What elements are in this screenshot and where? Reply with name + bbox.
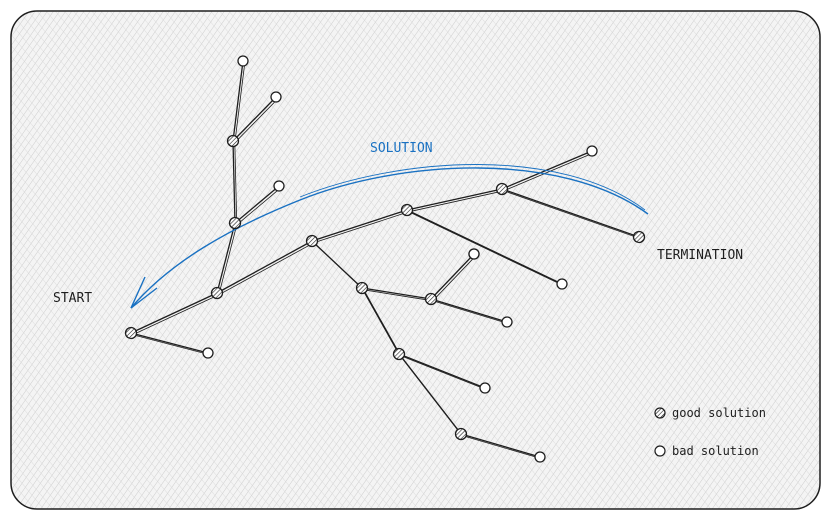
- tree-edge-sketch: [432, 300, 509, 325]
- tree-edge: [130, 292, 218, 334]
- good-solution-node: [454, 427, 468, 441]
- bad-solution-node: [556, 278, 568, 290]
- tree-edge: [406, 188, 503, 211]
- solution-arrow-curve: [130, 167, 649, 309]
- legend-good-node: [654, 407, 666, 419]
- tree-edge: [232, 140, 236, 224]
- good-solution-node: [392, 347, 406, 361]
- good-solution-node: [632, 230, 646, 244]
- bad-solution-node: [501, 316, 513, 328]
- tree-edge-sketch: [313, 211, 409, 244]
- tree-edge: [361, 287, 400, 355]
- solution-arrow: [130, 164, 649, 309]
- good-solution-node: [210, 286, 224, 300]
- tree-edge-sketch: [132, 334, 210, 356]
- tree-edge-sketch: [503, 190, 641, 240]
- tree-edge-sketch: [408, 211, 564, 287]
- solution-arrow-curve-echo: [299, 164, 646, 211]
- legend: good solution bad solution: [654, 406, 766, 458]
- tree-edge-sketch: [132, 294, 219, 336]
- label-solution: SOLUTION: [370, 141, 433, 156]
- tree-edge-sketch: [363, 289, 402, 356]
- bad-solution-node: [270, 91, 282, 103]
- good-solution-node: [495, 182, 509, 196]
- tree-edge: [216, 222, 236, 294]
- tree-edge: [311, 209, 408, 242]
- tree-edge: [234, 185, 280, 224]
- bad-solution-node: [586, 145, 598, 157]
- good-solution-node: [400, 203, 414, 217]
- tree-edge-sketch: [400, 355, 487, 391]
- tree-edge: [430, 298, 508, 323]
- good-solution-node: [424, 292, 438, 306]
- tree-edge: [501, 150, 593, 190]
- label-termination: TERMINATION: [657, 248, 743, 263]
- tree-edge-sketch: [363, 289, 433, 302]
- tree-edge: [398, 353, 486, 389]
- good-solution-node: [124, 326, 138, 340]
- tree-edge-sketch: [236, 187, 282, 226]
- tree-edge-sketch: [234, 62, 246, 143]
- tree-edge: [430, 253, 475, 300]
- legend-bad-node: [654, 445, 666, 457]
- good-solution-node: [355, 281, 369, 295]
- tree-edges: [130, 60, 641, 460]
- tree-edge: [130, 332, 209, 354]
- bad-solution-node: [202, 347, 214, 359]
- tree-edge-sketch: [234, 142, 238, 225]
- tree-edge: [406, 209, 563, 285]
- bad-solution-node: [534, 451, 546, 463]
- good-solution-node: [228, 216, 242, 230]
- tree-edge: [460, 433, 541, 458]
- tree-edge-sketch: [400, 355, 464, 437]
- tree-edge-sketch: [432, 255, 477, 302]
- bad-solution-node: [273, 180, 285, 192]
- tree-edge: [361, 287, 432, 300]
- tree-edge-sketch: [234, 98, 279, 144]
- tree-edge-sketch: [218, 242, 314, 296]
- tree-edge-sketch: [313, 242, 365, 291]
- bad-solution-node: [468, 248, 480, 260]
- legend-good-label: good solution: [672, 406, 766, 420]
- tree-edge-sketch: [462, 435, 542, 460]
- good-solution-node: [305, 234, 319, 248]
- tree-edge: [232, 60, 244, 142]
- good-solution-node: [226, 134, 240, 148]
- solution-arrowhead: [130, 276, 158, 309]
- tree-edge-sketch: [218, 224, 238, 295]
- label-start: START: [53, 291, 92, 306]
- bad-solution-node: [237, 55, 249, 67]
- background-crosshatch: [11, 11, 820, 509]
- tree-nodes: [124, 55, 646, 463]
- tree-edge-sketch: [503, 152, 594, 192]
- bad-solution-node: [479, 382, 491, 394]
- tree-edge: [216, 240, 313, 294]
- tree-edge: [232, 96, 277, 142]
- tree-edge-sketch: [408, 190, 504, 213]
- background-border: [10, 10, 821, 510]
- tree-edge: [501, 188, 640, 238]
- legend-bad-label: bad solution: [672, 444, 759, 458]
